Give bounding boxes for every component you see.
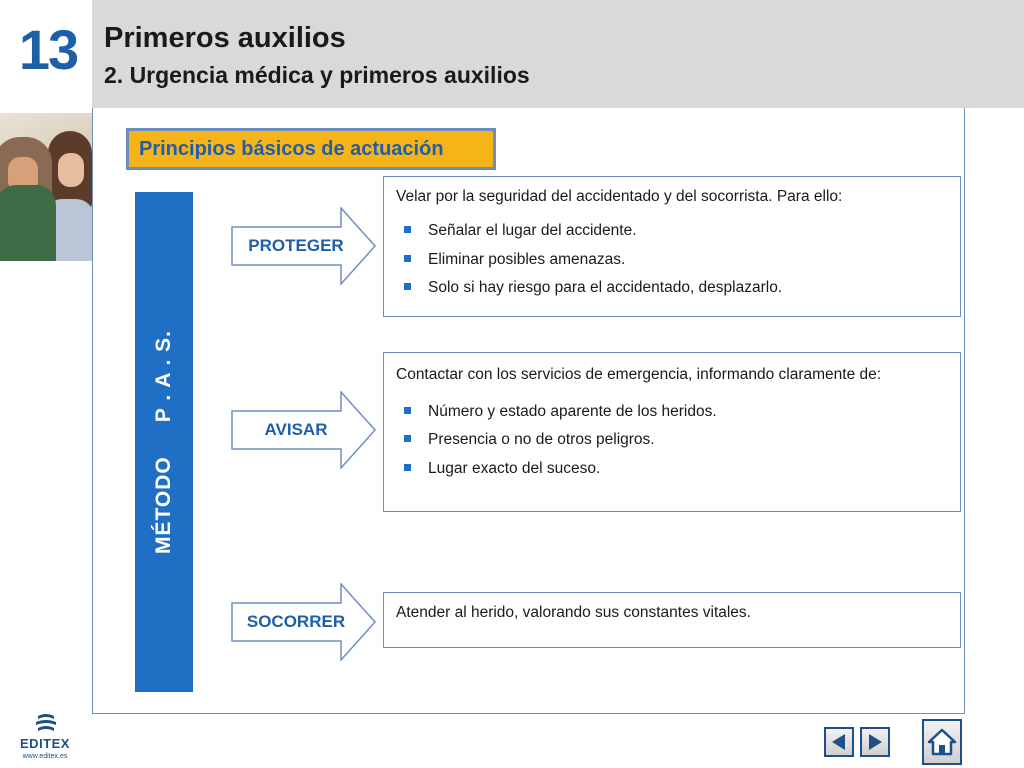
arrow-avisar: AVISAR <box>231 391 377 469</box>
arrow-socorrer: SOCORRER <box>231 583 377 661</box>
section-badge: Principios básicos de actuación <box>126 128 496 170</box>
header-photo <box>0 113 92 261</box>
info-box-proteger: Velar por la seguridad del accidentado y… <box>383 176 961 317</box>
arrow-proteger: PROTEGER <box>231 207 377 285</box>
info-intro: Velar por la seguridad del accidentado y… <box>396 188 843 205</box>
square-bullet-icon <box>404 406 411 414</box>
list-item: Eliminar posibles amenazas. <box>396 246 948 275</box>
square-bullet-icon <box>404 464 411 472</box>
arrow-shape-icon <box>231 583 377 661</box>
chapter-number: 13 <box>18 18 79 81</box>
step-label-proteger: PROTEGER <box>248 236 344 255</box>
arrow-shape-icon <box>231 207 377 285</box>
list-item: Señalar el lugar del accidente. <box>396 217 948 246</box>
prev-button[interactable] <box>824 727 854 757</box>
logo-url: www.editex.es <box>22 753 68 760</box>
info-box-socorrer: Atender al herido, valorando sus constan… <box>383 592 961 648</box>
info-list: Número y estado aparente de los heridos.… <box>396 398 948 484</box>
info-list: Señalar el lugar del accidente. Eliminar… <box>396 217 948 303</box>
list-item: Número y estado aparente de los heridos. <box>396 398 948 427</box>
header-band <box>92 0 1024 108</box>
slide-title: Primeros auxilios <box>104 22 346 54</box>
square-bullet-icon <box>404 226 411 234</box>
list-item: Presencia o no de otros peligros. <box>396 426 948 455</box>
triangle-right-icon <box>869 734 882 750</box>
list-item: Solo si hay riesgo para el accidentado, … <box>396 274 948 303</box>
logo-name: EDITEX <box>20 736 70 751</box>
slide-subtitle: 2. Urgencia médica y primeros auxilios <box>104 62 530 88</box>
house-icon <box>927 728 957 756</box>
list-item: Lugar exacto del suceso. <box>396 455 948 484</box>
arrow-shape-icon <box>231 391 377 469</box>
step-label-socorrer: SOCORRER <box>246 612 346 631</box>
editex-logo-icon <box>36 714 56 731</box>
square-bullet-icon <box>404 254 411 262</box>
section-title: Principios básicos de actuación <box>139 137 444 160</box>
triangle-left-icon <box>832 734 845 750</box>
info-box-avisar: Contactar con los servicios de emergenci… <box>383 352 961 512</box>
step-label-avisar: AVISAR <box>264 420 328 439</box>
square-bullet-icon <box>404 435 411 443</box>
method-bar <box>135 192 193 692</box>
next-button[interactable] <box>860 727 890 757</box>
method-label: MÉTODO P . A . S. <box>152 329 175 555</box>
square-bullet-icon <box>404 283 411 291</box>
editex-logo: EDITEX www.editex.es <box>14 710 76 766</box>
home-button[interactable] <box>922 719 962 765</box>
info-intro: Atender al herido, valorando sus constan… <box>396 604 751 621</box>
info-intro: Contactar con los servicios de emergenci… <box>396 366 882 383</box>
